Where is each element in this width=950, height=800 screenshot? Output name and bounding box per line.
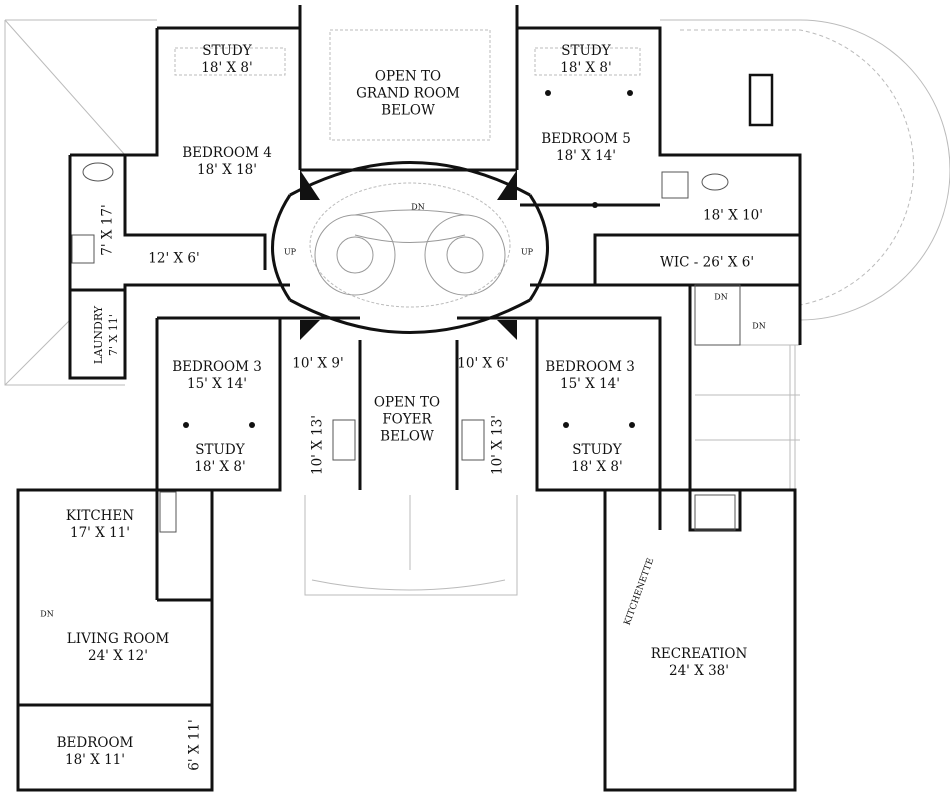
stair-dn-right-1: DN (714, 289, 727, 306)
room-size: 18' X 14' (556, 148, 616, 164)
room-size: 18' X 8' (194, 459, 246, 475)
label-line: BELOW (380, 428, 434, 445)
room-size: 7' X 17' (99, 204, 116, 256)
room-size: 18' X 11' (65, 752, 125, 768)
roof-outlines (4, 19, 950, 596)
room-wic: WIC - 26' X 6' (660, 255, 754, 272)
room-closet-10x9: 10' X 9' (292, 356, 343, 373)
room-size: 6' X 11' (186, 719, 203, 771)
room-size: 17' X 11' (70, 525, 130, 541)
stair-hall (271, 161, 549, 334)
label-line: OPEN TO (373, 394, 441, 411)
room-size: 10' X 6' (457, 355, 509, 372)
walls (16, 5, 802, 792)
grand-staircase (314, 209, 506, 296)
room-name: STUDY (572, 442, 622, 458)
room-size: 18' X 18' (197, 162, 257, 178)
room-name: KITCHEN (65, 508, 135, 524)
room-size: 18' X 8' (571, 459, 623, 475)
room-size: 15' X 14' (560, 376, 620, 392)
room-bath-right: 18' X 10' (703, 208, 763, 225)
room-size: 24' X 38' (669, 663, 729, 679)
label-line: FOYER (382, 411, 432, 428)
stair-dn-right-2: DN (752, 318, 765, 335)
room-size: 18' X 10' (703, 207, 763, 224)
room-bath-10x13-left: 10' X 13' (310, 415, 327, 475)
stair-label: DN (40, 609, 54, 619)
room-name: BEDROOM 3 (172, 359, 262, 375)
room-name: STUDY (561, 43, 611, 59)
room-name: BEDROOM 4 (182, 145, 272, 161)
columns (300, 170, 517, 340)
room-name: BEDROOM 3 (545, 359, 635, 375)
room-size: 18' X 8' (201, 60, 253, 76)
room-closet-left: 12' X 6' (148, 251, 199, 268)
room-closet-10x6: 10' X 6' (457, 356, 508, 373)
stair-label: DN (411, 202, 425, 212)
label-line: BELOW (381, 102, 435, 119)
room-size: 10' X 13' (489, 415, 506, 475)
room-name: LAUNDRY (92, 305, 105, 365)
stair-up-right: UP (521, 244, 533, 261)
room-size: 15' X 14' (187, 376, 247, 392)
room-name: BEDROOM 5 (541, 131, 631, 147)
stair-label: UP (520, 247, 534, 257)
room-name: STUDY (202, 43, 252, 59)
room-size: 10' X 13' (309, 415, 326, 475)
fixtures (71, 162, 741, 533)
stair-dn-kitchen: DN (40, 606, 53, 623)
stair-label: DN (752, 321, 766, 331)
room-name: RECREATION (650, 646, 748, 662)
stair-label: UP (283, 247, 297, 257)
label-line: GRAND ROOM (356, 85, 460, 102)
room-bath-left: 7' X 17' (100, 204, 117, 255)
room-size: 10' X 9' (292, 355, 344, 372)
chimney (748, 73, 774, 127)
room-size: 12' X 6' (148, 250, 200, 267)
room-size: WIC - 26' X 6' (659, 254, 755, 271)
light-fixtures (183, 90, 635, 428)
room-size: 7' X 11' (107, 314, 120, 356)
room-bath-10x13-right: 10' X 13' (490, 415, 507, 475)
label-line: OPEN TO (374, 68, 442, 85)
stair-up-left: UP (284, 244, 296, 261)
room-size: 18' X 8' (560, 60, 612, 76)
stair-label: DN (714, 292, 728, 302)
room-name: LIVING ROOM (66, 631, 170, 647)
room-name: STUDY (195, 442, 245, 458)
room-size: 24' X 12' (88, 648, 148, 664)
room-name: BEDROOM (56, 735, 134, 751)
room-closet-6x11: 6' X 11' (187, 719, 204, 770)
stair-dn-center: DN (411, 199, 424, 216)
